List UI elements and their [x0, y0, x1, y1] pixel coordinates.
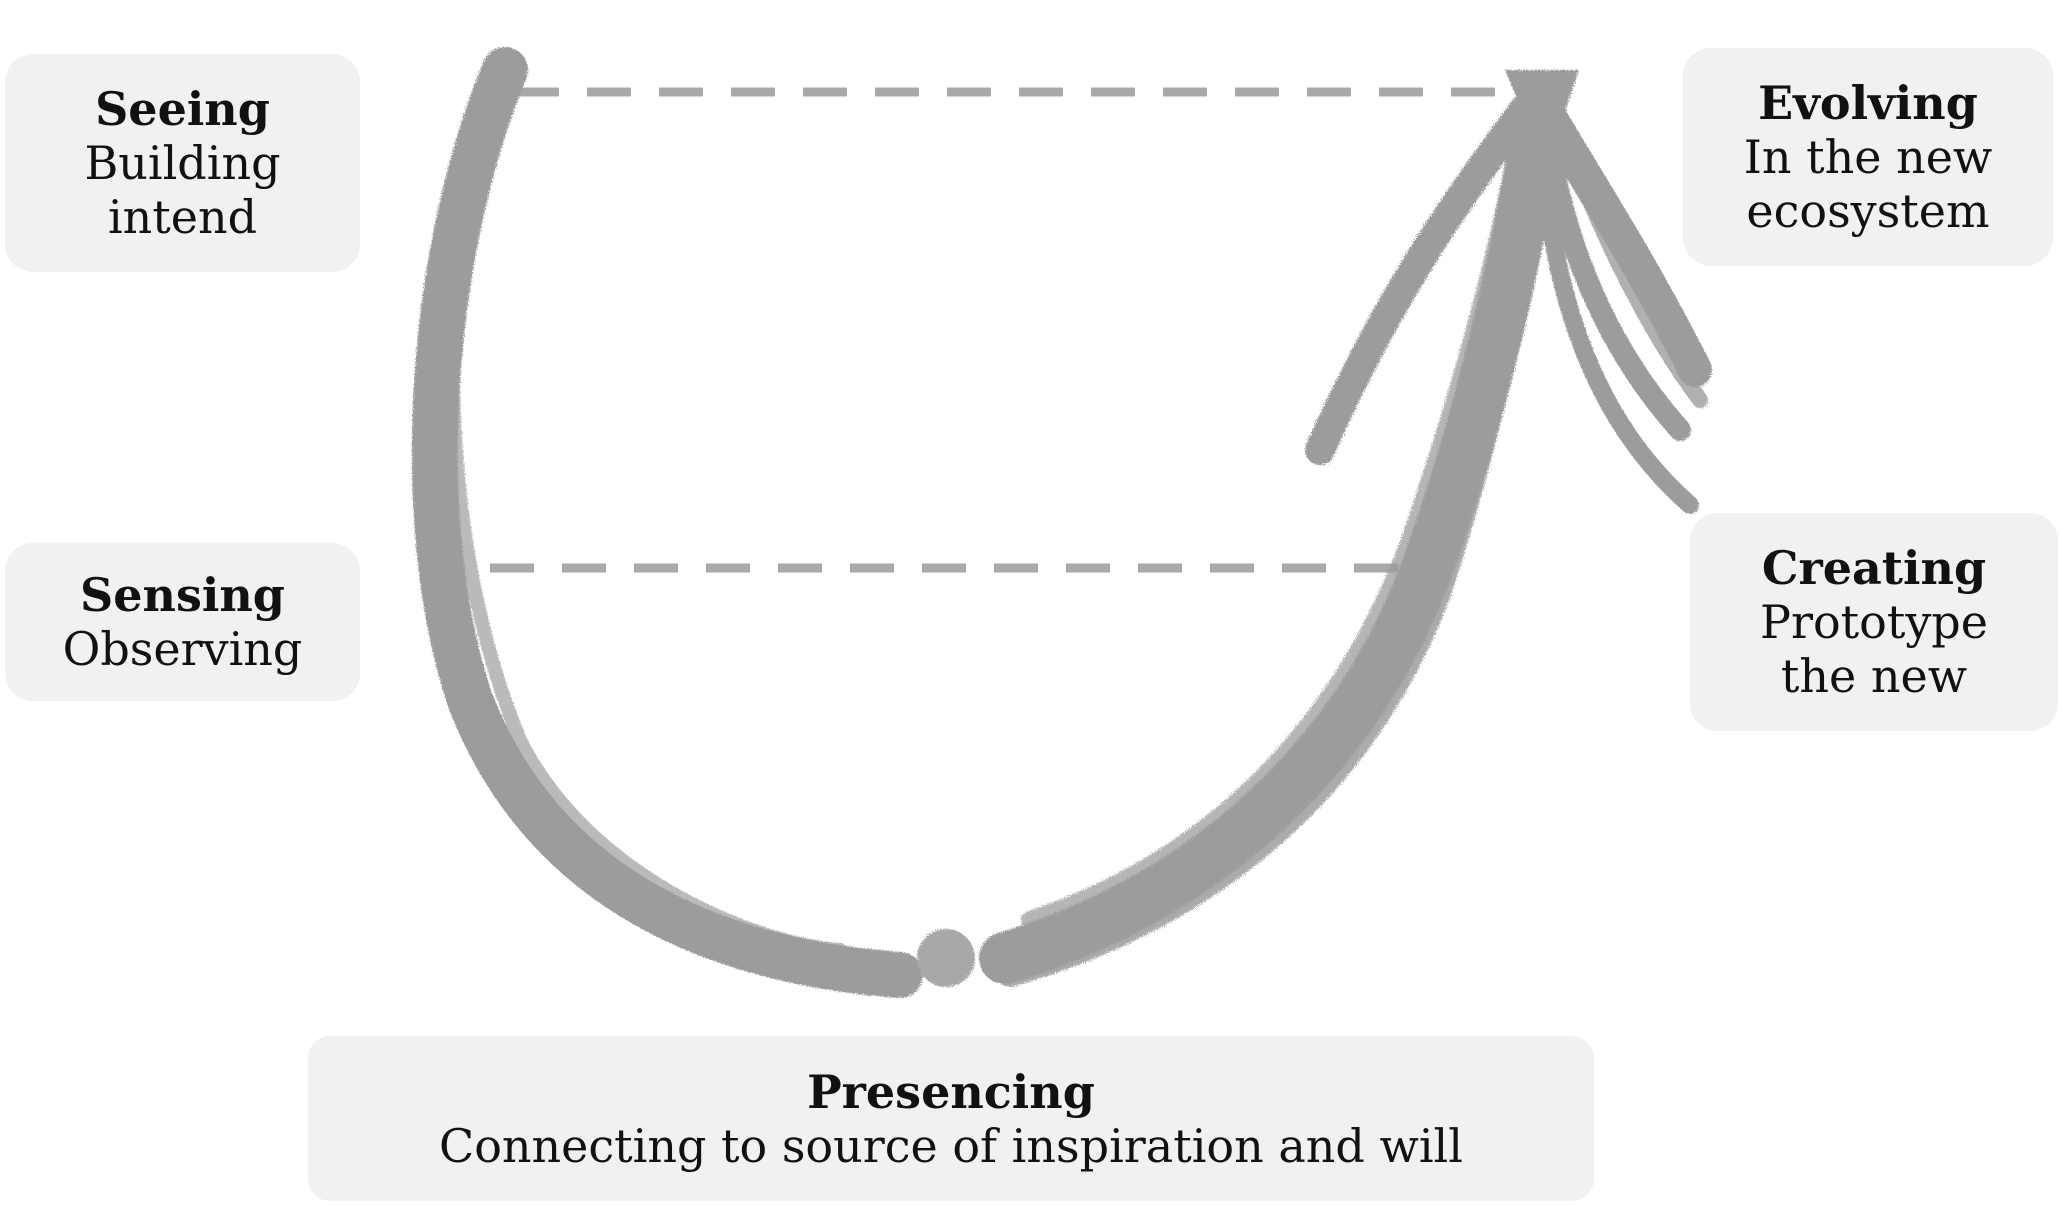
- stage-text-seeing-1: Building: [84, 136, 281, 190]
- stage-box-sensing: Sensing Observing: [5, 543, 360, 701]
- stage-title-seeing: Seeing: [95, 82, 270, 136]
- stage-text-evolving-1: In the new: [1743, 130, 1993, 184]
- left-descending-stroke: [411, 47, 923, 998]
- stage-text-evolving-2: ecosystem: [1746, 184, 1990, 238]
- arrow-head: [1305, 70, 1712, 514]
- stage-text-seeing-2: intend: [107, 190, 258, 244]
- stage-text-creating-1: Prototype: [1760, 595, 1988, 649]
- stage-box-presencing: Presencing Connecting to source of inspi…: [308, 1036, 1594, 1201]
- stage-box-creating: Creating Prototype the new: [1690, 513, 2058, 731]
- stage-title-creating: Creating: [1761, 541, 1987, 595]
- stage-box-evolving: Evolving In the new ecosystem: [1683, 48, 2053, 266]
- stage-text-creating-2: the new: [1780, 649, 1968, 703]
- stage-title-evolving: Evolving: [1758, 76, 1978, 130]
- stage-title-sensing: Sensing: [80, 568, 285, 622]
- source-dot: [917, 929, 975, 987]
- right-ascending-stroke: [979, 84, 1566, 987]
- stage-text-presencing-1: Connecting to source of inspiration and …: [439, 1118, 1463, 1173]
- stage-title-presencing: Presencing: [807, 1064, 1095, 1119]
- stage-text-sensing-1: Observing: [62, 622, 303, 676]
- stage-box-seeing: Seeing Building intend: [5, 54, 360, 272]
